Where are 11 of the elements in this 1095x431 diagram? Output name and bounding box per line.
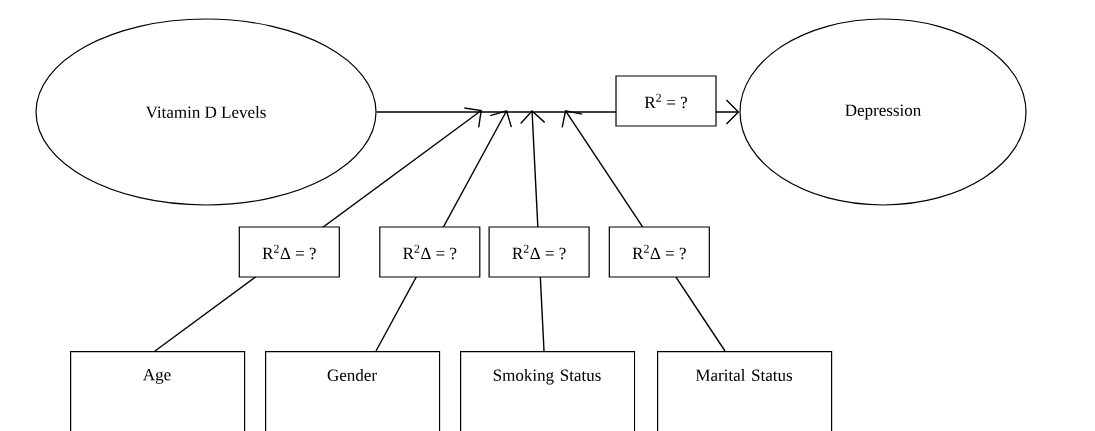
factor-box: Smoking Status — [460, 351, 636, 431]
edge-label: R$^{2}$Δ = ? — [608, 226, 710, 278]
edge-label: R$^{2}$Δ = ? — [379, 226, 481, 278]
ellipse-node: Vitamin D Levels — [35, 18, 377, 206]
edge-label: R$^{2}$Δ = ? — [488, 226, 590, 278]
ellipse-node: Depression — [739, 18, 1027, 206]
edge-label: R$^{2}$ = ? — [615, 75, 717, 127]
factor-box: Age — [70, 351, 246, 431]
edge-label: R$^{2}$Δ = ? — [238, 226, 340, 278]
factor-box: Gender — [265, 351, 441, 431]
factor-box: Marital Status — [657, 351, 833, 431]
